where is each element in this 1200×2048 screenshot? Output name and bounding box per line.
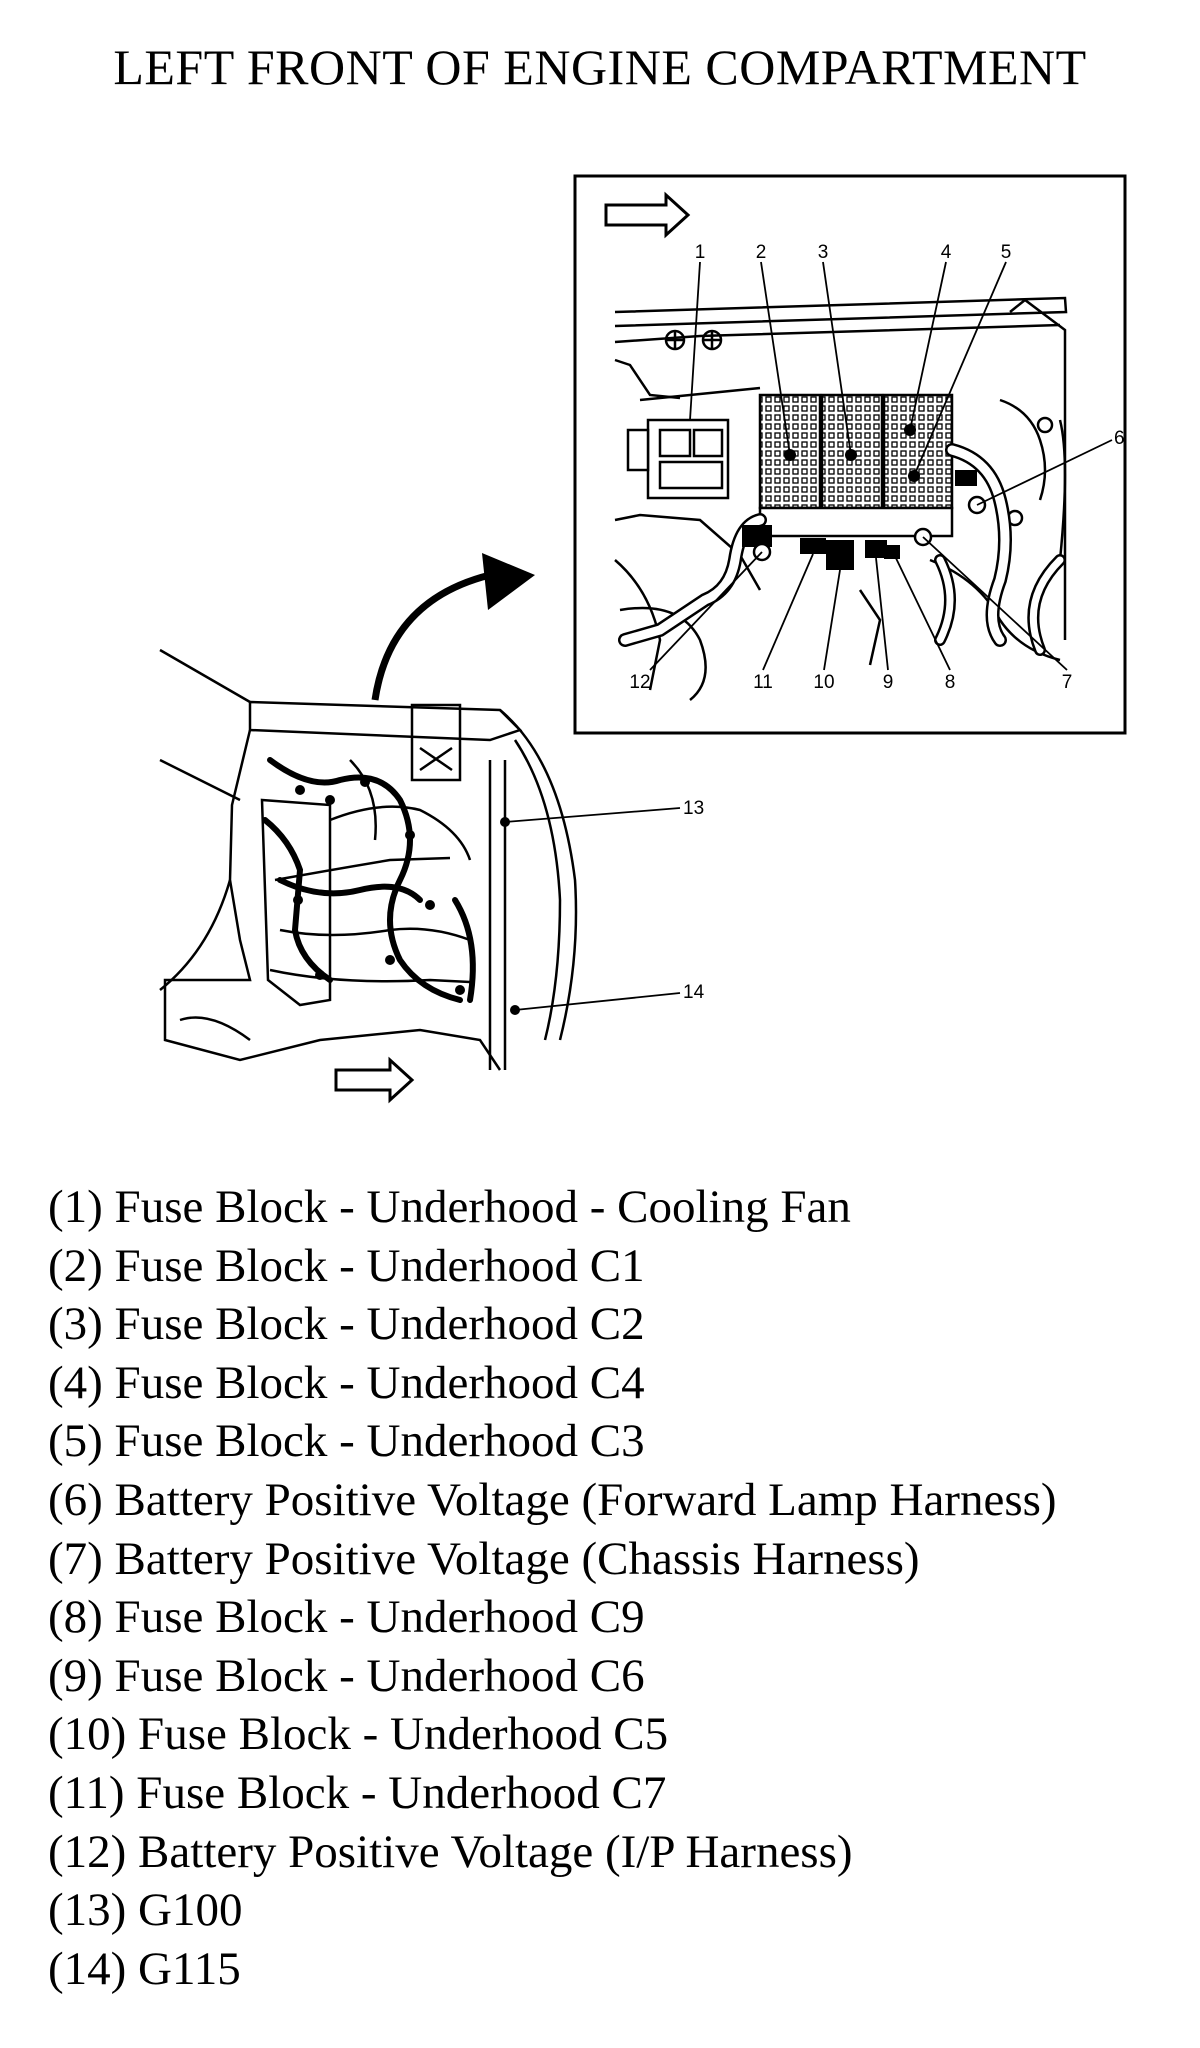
inset-leader-lines — [649, 261, 1113, 671]
inset-connectors — [742, 470, 977, 570]
callout-1: 1 — [695, 242, 706, 263]
callout-labels: 1 2 3 4 5 6 7 8 9 10 11 12 13 14 — [629, 242, 1124, 1003]
legend-item: (3) Fuse Block - Underhood C2 — [48, 1298, 645, 1351]
cooling-fan-relay-block — [626, 418, 730, 500]
callout-8: 8 — [945, 672, 956, 693]
legend-item: (14) G115 — [48, 1942, 241, 1995]
legend-item: (8) Fuse Block - Underhood C9 — [48, 1591, 645, 1644]
component-legend: (1) Fuse Block - Underhood - Cooling Fan… — [48, 1178, 1057, 1998]
legend-item: (6) Battery Positive Voltage (Forward La… — [48, 1473, 1057, 1526]
engine-compartment-overview — [159, 648, 578, 1071]
callout-2: 2 — [756, 242, 767, 263]
legend-item: (7) Battery Positive Voltage (Chassis Ha… — [48, 1532, 920, 1585]
legend-item: (13) G100 — [48, 1884, 243, 1937]
callout-3: 3 — [818, 242, 829, 263]
legend-item: (4) Fuse Block - Underhood C4 — [48, 1356, 645, 1409]
zoom-pointer-arrow — [371, 553, 535, 701]
legend-item: (2) Fuse Block - Underhood C1 — [48, 1239, 645, 1292]
legend-item: (1) Fuse Block - Underhood - Cooling Fan — [48, 1181, 851, 1233]
callout-13: 13 — [683, 798, 704, 819]
callout-12: 12 — [629, 672, 650, 693]
direction-arrow-icon — [604, 191, 691, 239]
legend-item: (11) Fuse Block - Underhood C7 — [48, 1766, 667, 1819]
detail-inset — [573, 174, 1127, 735]
callout-10: 10 — [813, 672, 834, 693]
callout-6: 6 — [1114, 428, 1125, 449]
overview-harness — [262, 757, 476, 1003]
callout-5: 5 — [1001, 242, 1012, 263]
legend-item: (5) Fuse Block - Underhood C3 — [48, 1415, 645, 1468]
callout-7: 7 — [1062, 672, 1073, 693]
callout-4: 4 — [941, 242, 952, 263]
overview-connectors — [293, 777, 520, 1015]
callout-9: 9 — [883, 672, 894, 693]
callout-14: 14 — [683, 982, 705, 1003]
overview-direction-arrow-icon — [334, 1056, 415, 1104]
underhood-fuse-blocks — [758, 393, 954, 538]
overview-leader-lines — [504, 807, 681, 1011]
page-title: LEFT FRONT OF ENGINE COMPARTMENT — [113, 39, 1087, 95]
callout-11: 11 — [753, 672, 773, 693]
inset-structure — [614, 296, 1068, 701]
legend-item: (12) Battery Positive Voltage (I/P Harne… — [48, 1825, 853, 1878]
legend-item: (10) Fuse Block - Underhood C5 — [48, 1708, 669, 1761]
legend-item: (9) Fuse Block - Underhood C6 — [48, 1649, 645, 1702]
